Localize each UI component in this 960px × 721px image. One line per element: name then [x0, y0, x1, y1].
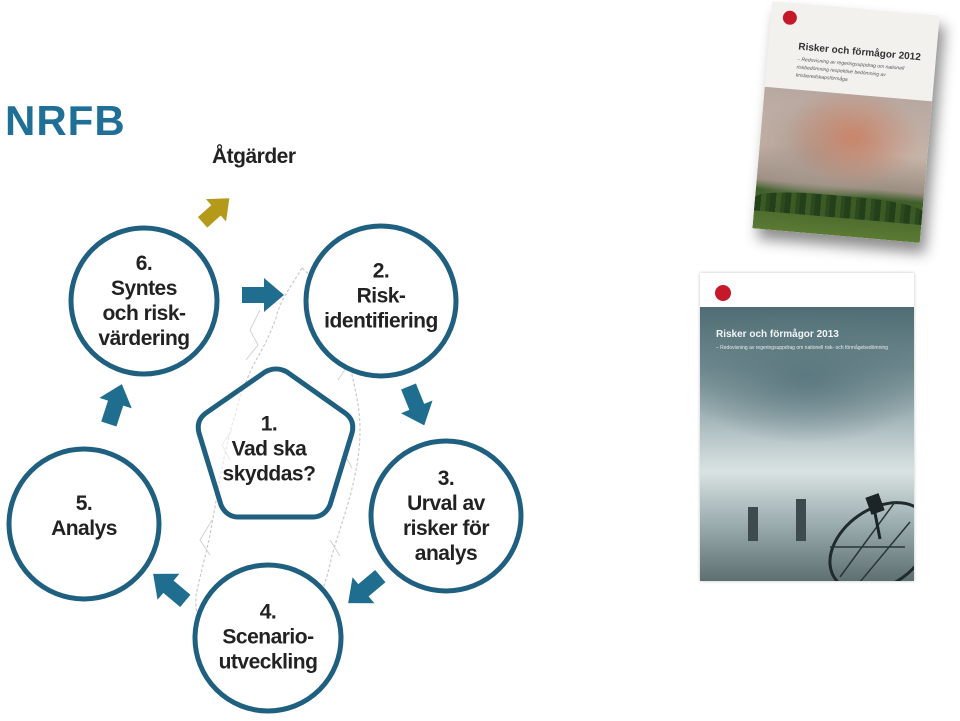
node-2-circle: [303, 223, 459, 379]
building-tower: [796, 499, 806, 541]
arrow-4-to-5: [153, 573, 191, 607]
report-cover-2013: Risker och förmågor 2013 – Redovisning a…: [700, 273, 914, 581]
arrow-2-to-3: [400, 383, 433, 426]
arrow-3-to-4: [348, 570, 386, 604]
node-4-label: 4. Scenario- utveckling: [218, 600, 318, 674]
node-6-circle: [68, 225, 220, 377]
msb-logo-icon: [782, 10, 798, 26]
storm-city-photo: [700, 307, 914, 581]
node-2-label: 2. Risk- identifiering: [324, 259, 438, 333]
node-3-label: 3. Urval av risker för analys: [402, 467, 490, 565]
action-arrow: [197, 198, 230, 228]
forest-treeline: [753, 188, 924, 225]
page-title: NRFB: [5, 97, 126, 144]
node-5-label: 5. Analys: [51, 492, 117, 540]
building-tower: [748, 507, 758, 541]
report-cover-2012: Risker och förmågor 2012 – Redovisning a…: [752, 1, 940, 243]
action-label: Åtgärder: [212, 145, 296, 168]
report-2013-subtitle: – Redovisning av regeringsuppdrag om nat…: [716, 345, 889, 351]
node-4-circle: [192, 562, 344, 714]
node-6-label: 6. Syntes och risk- värdering: [98, 252, 190, 350]
msb-logo-icon: [715, 285, 731, 301]
arrow-5-to-6: [99, 384, 132, 427]
report-2013-title: Risker och förmågor 2013: [716, 329, 839, 340]
wildfire-photo: [752, 86, 933, 243]
logo-text: [801, 13, 841, 16]
satellite-dish-icon: [828, 493, 914, 581]
arrow-6-to-2: [242, 278, 284, 312]
node-5-circle: [6, 446, 162, 602]
node-1-pentagon: [195, 366, 356, 520]
node-1-label: 1. Vad ska skyddas?: [222, 412, 316, 486]
node-3-circle: [368, 438, 524, 594]
